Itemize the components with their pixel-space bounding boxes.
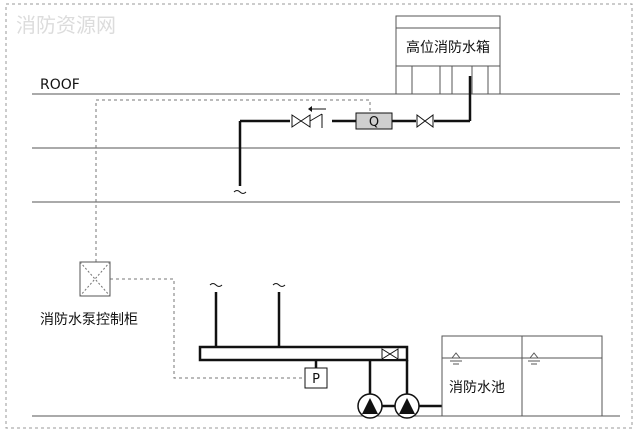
pipe-break-icon <box>209 283 223 287</box>
high-tank-label: 高位消防水箱 <box>406 39 490 56</box>
control-wire-to-pressure-switch <box>110 278 305 379</box>
pump-icon <box>394 393 420 419</box>
high-level-water-tank: 高位消防水箱 <box>395 15 501 95</box>
lower-piping <box>198 292 462 408</box>
fire-pool-label: 消防水池 <box>449 380 505 396</box>
pump-header-pipe <box>198 345 409 362</box>
pressure-switch-label: P <box>312 372 320 387</box>
pressure-switch: P <box>304 367 328 389</box>
water-level-icon <box>528 352 540 365</box>
fire-water-pool: 消防水池 <box>441 335 603 417</box>
check-valve-icon <box>290 106 332 129</box>
pump-icon <box>357 393 383 419</box>
gate-valve-icon <box>381 348 399 360</box>
pipe-break-icon <box>233 190 247 194</box>
roof-label: ROOF <box>40 77 80 93</box>
tank-body <box>395 15 501 95</box>
pipe-break-icon <box>272 283 286 287</box>
watermark: 消防资源网 <box>16 13 116 37</box>
water-level-icon <box>450 352 462 365</box>
flow-switch: Q <box>355 112 393 130</box>
outer-frame <box>5 3 633 429</box>
gate-valve-icon <box>416 113 434 129</box>
pump-control-cabinet-label: 消防水泵控制柜 <box>40 312 138 328</box>
pump-control-cabinet <box>79 261 111 297</box>
control-wire-to-flow-switch <box>95 99 371 262</box>
flow-switch-label: Q <box>369 115 379 130</box>
